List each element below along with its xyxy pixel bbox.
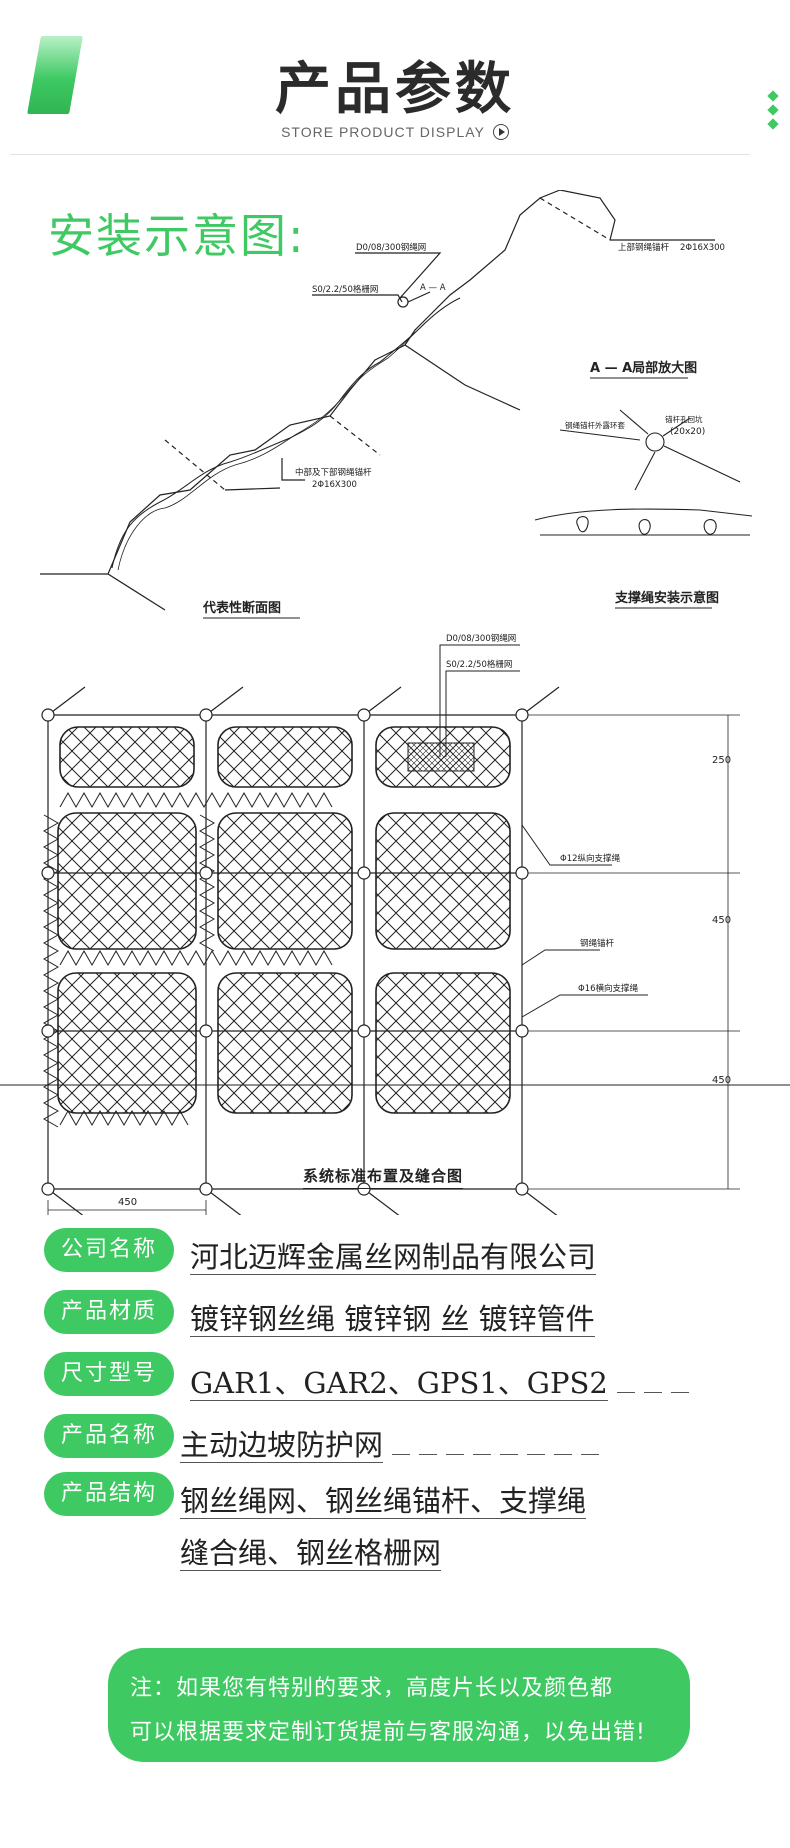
cross-section-diagram: D0/08/300钢绳网 S0/2.2/50格栅网 A — A 上部钢绳锚杆 2…: [40, 190, 753, 619]
label-rope-loop: 钢绳锚杆外露环套: [565, 420, 625, 430]
label-hole-size: (20x20): [670, 427, 705, 437]
header-divider: [10, 154, 750, 155]
layout-label-anchor: 钢绳锚杆: [580, 938, 615, 949]
underline-dashes: [383, 1428, 600, 1462]
layout-caption: 系统标准布置及缝合图: [303, 1165, 464, 1189]
param-value-size-text: GAR1、GAR2、GPS1、GPS2: [190, 1366, 608, 1401]
label-mid-anchor-spec: 2Φ16X300: [312, 480, 357, 490]
label-s0: S0/2.2/50格栅网: [312, 284, 378, 295]
param-value-structure-line2: 缝合绳、钢丝格栅网: [180, 1530, 442, 1572]
layout-diagram: D0/08/300钢绳网 S0/2.2/50格栅网 Φ12纵向支撑绳 钢绳锚杆 …: [0, 633, 790, 1215]
dim-450-b: 450: [712, 1075, 731, 1086]
label-hole: 锚杆孔回坑: [665, 414, 703, 424]
layout-label-d0: D0/08/300钢绳网: [446, 633, 516, 644]
label-top-anchor-spec: 2Φ16X300: [680, 243, 725, 253]
param-label-structure: 产品结构: [44, 1472, 174, 1516]
note-line-1: 注：如果您有特别的要求，高度片长以及颜色都: [130, 1676, 614, 1701]
note-banner: 注：如果您有特别的要求，高度片长以及颜色都 可以根据要求定制订货提前与客服沟通，…: [108, 1648, 690, 1762]
slope-profile: [107, 190, 561, 575]
param-value-structure-text: 钢丝绳网、钢丝绳锚杆、支撑绳: [180, 1484, 587, 1519]
label-top-anchor: 上部钢绳锚杆: [618, 242, 670, 253]
label-aa: A — A: [420, 283, 446, 293]
param-label-material: 产品材质: [44, 1290, 174, 1334]
param-value-material: 镀锌钢丝绳 镀锌钢 丝 镀锌管件: [190, 1296, 595, 1338]
layout-label-horiz-rope: Φ16横向支撑绳: [578, 983, 639, 994]
label-d0: D0/08/300钢绳网: [356, 242, 426, 253]
param-value-name-text: 主动边坡防护网: [180, 1428, 384, 1463]
layout-label-vert-rope: Φ12纵向支撑绳: [560, 853, 621, 864]
param-value-material-text: 镀锌钢丝绳 镀锌钢 丝 镀锌管件: [190, 1302, 595, 1337]
param-value-size: GAR1、GAR2、GPS1、GPS2: [190, 1360, 689, 1402]
param-label-size: 尺寸型号: [44, 1352, 174, 1396]
cross-section-caption: 代表性断面图: [202, 600, 281, 616]
param-value-structure: 钢丝绳网、钢丝绳锚杆、支撑绳: [180, 1478, 587, 1520]
dim-450-a: 450: [712, 915, 731, 926]
param-value-name: 主动边坡防护网: [180, 1422, 600, 1464]
param-label-company: 公司名称: [44, 1228, 174, 1272]
install-title: 安装示意图:: [48, 209, 306, 263]
layout-label-s0: S0/2.2/50格栅网: [446, 659, 512, 670]
page-title: 产品参数: [275, 57, 515, 122]
param-value-structure-text2: 缝合绳、钢丝格栅网: [180, 1536, 442, 1571]
param-label-name: 产品名称: [44, 1414, 174, 1458]
detail-title: A — A局部放大图: [590, 360, 697, 376]
diamond-dots-icon: [766, 90, 780, 134]
dim-450-bottom: 450: [118, 1197, 137, 1208]
note-line-2: 可以根据要求定制订货提前与客服沟通，以免出错!: [130, 1720, 646, 1745]
param-value-company: 河北迈辉金属丝网制品有限公司: [190, 1234, 597, 1276]
subtitle-text: STORE PRODUCT DISPLAY: [281, 124, 485, 140]
underline-dashes: [608, 1366, 689, 1400]
dim-250: 250: [712, 755, 731, 766]
detail-caption: 支撑绳安装示意图: [614, 590, 719, 606]
label-mid-anchor: 中部及下部钢绳锚杆: [295, 467, 372, 478]
play-icon[interactable]: [492, 124, 509, 140]
page-subtitle: STORE PRODUCT DISPLAY: [0, 124, 790, 140]
param-value-company-text: 河北迈辉金属丝网制品有限公司: [190, 1240, 597, 1275]
